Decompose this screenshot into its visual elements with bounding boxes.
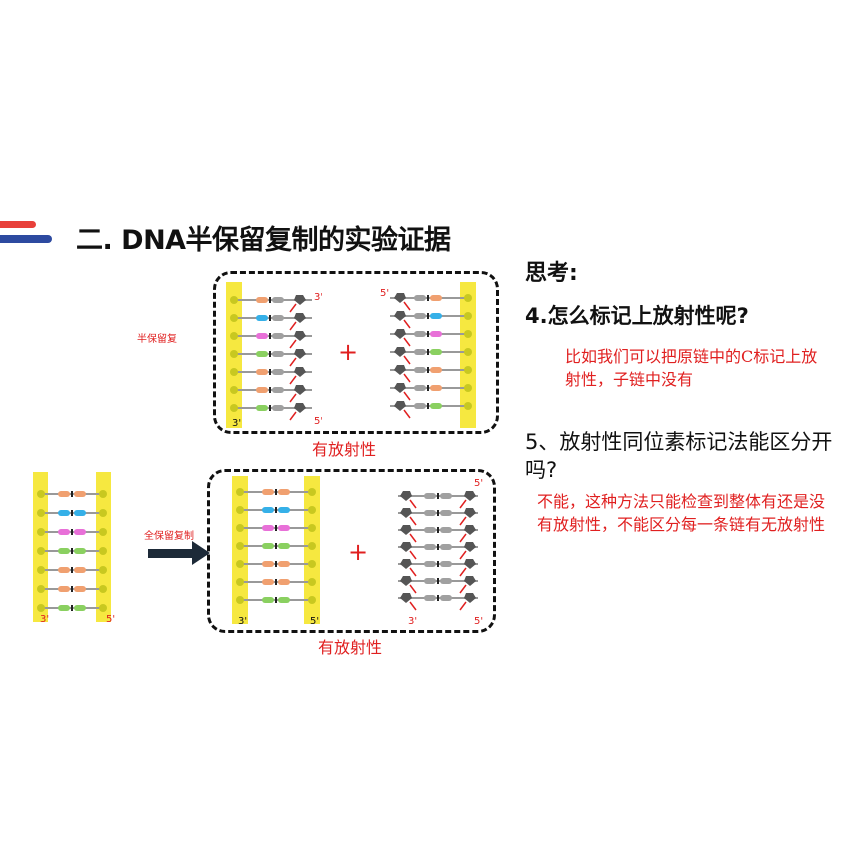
end-3-label: 3' <box>40 614 49 625</box>
base-pair-rung <box>398 559 478 577</box>
base-pair-rung <box>37 604 107 612</box>
end-3-label: 3' <box>238 616 247 626</box>
base-pair-rung <box>398 491 478 509</box>
base-pair-rung <box>230 349 312 367</box>
thinking-heading: 思考: <box>525 261 578 286</box>
answer-5-note: 不能，这种方法只能检查到整体有还是没有放射性，不能区分每一条链有无放射性 <box>537 492 826 534</box>
base-pair-rung <box>37 566 107 574</box>
base-pair-rung <box>230 295 312 313</box>
base-pair-rung <box>398 525 478 543</box>
base-pair-rung <box>230 367 312 385</box>
end-5-label: 5' <box>474 616 483 626</box>
base-pair-rung <box>230 331 312 349</box>
base-pair-rung <box>230 313 312 331</box>
base-pair-rung <box>37 528 107 536</box>
end-3-label: 3' <box>314 292 322 303</box>
question-4: 4.怎么标记上放射性呢? <box>525 304 749 328</box>
base-pair-rung <box>390 329 472 347</box>
base-pair-rung <box>236 524 316 532</box>
base-pair-rung <box>230 385 312 403</box>
base-pair-rung <box>236 560 316 568</box>
base-pair-rung <box>390 311 472 329</box>
end-3-label: 3' <box>232 418 241 429</box>
base-pair-rung <box>390 383 472 401</box>
conservative-dna-right-illustration: 5' 3' 5' <box>398 478 483 626</box>
base-pair-rung <box>390 293 472 311</box>
end-5-label: 5' <box>314 416 322 427</box>
base-pair-rung <box>236 596 316 604</box>
end-5-label: 5' <box>310 616 319 626</box>
base-pair-rung <box>236 488 316 496</box>
plus-sign-top: + <box>338 338 359 366</box>
conservative-dna-left-illustration: 3' 5' <box>232 476 320 626</box>
decor-blue-bar <box>0 235 52 243</box>
base-pair-rung <box>236 506 316 514</box>
base-pair-rung <box>398 576 478 594</box>
semi-dna-right-illustration: 5' <box>380 282 476 428</box>
base-pair-rung <box>390 347 472 365</box>
base-pair-rung <box>398 593 478 611</box>
base-pair-rung <box>390 401 472 419</box>
question-5: 5、放射性同位素标记法能区分开吗? <box>525 430 833 482</box>
base-pair-rung <box>398 508 478 526</box>
decor-red-bar <box>0 221 36 228</box>
radioactive-label-bottom: 有放射性 <box>318 638 383 657</box>
arrow-right-icon <box>148 541 210 565</box>
end-3-label: 3' <box>408 616 417 626</box>
conservative-result-box <box>207 469 496 633</box>
conservative-label: 全保留复制 <box>144 531 194 542</box>
radioactive-label-top: 有放射性 <box>312 440 377 459</box>
base-pair-rung <box>37 585 107 593</box>
base-pair-rung <box>230 403 312 421</box>
plus-sign-bottom: + <box>348 538 369 566</box>
semi-conservative-label: 半保留复 <box>137 334 177 345</box>
end-5-label: 5' <box>106 614 115 625</box>
slide-title: 二. DNA半保留复制的实验证据 <box>76 225 451 256</box>
base-pair-rung <box>390 365 472 383</box>
semi-dna-left-illustration: 3' 3' 5' <box>226 282 322 429</box>
end-5-label: 5' <box>474 478 483 489</box>
base-pair-rung <box>236 542 316 550</box>
base-pair-rung <box>37 490 107 498</box>
base-pair-rung <box>37 547 107 555</box>
base-pair-rung <box>398 542 478 560</box>
parent-dna-illustration: 3' 5' <box>33 472 115 625</box>
semi-result-box <box>213 271 499 434</box>
base-pair-rung <box>37 509 107 517</box>
base-pair-rung <box>236 578 316 586</box>
end-5-label: 5' <box>380 288 389 299</box>
answer-4-note: 比如我们可以把原链中的C标记上放射性，子链中没有 <box>565 347 818 389</box>
